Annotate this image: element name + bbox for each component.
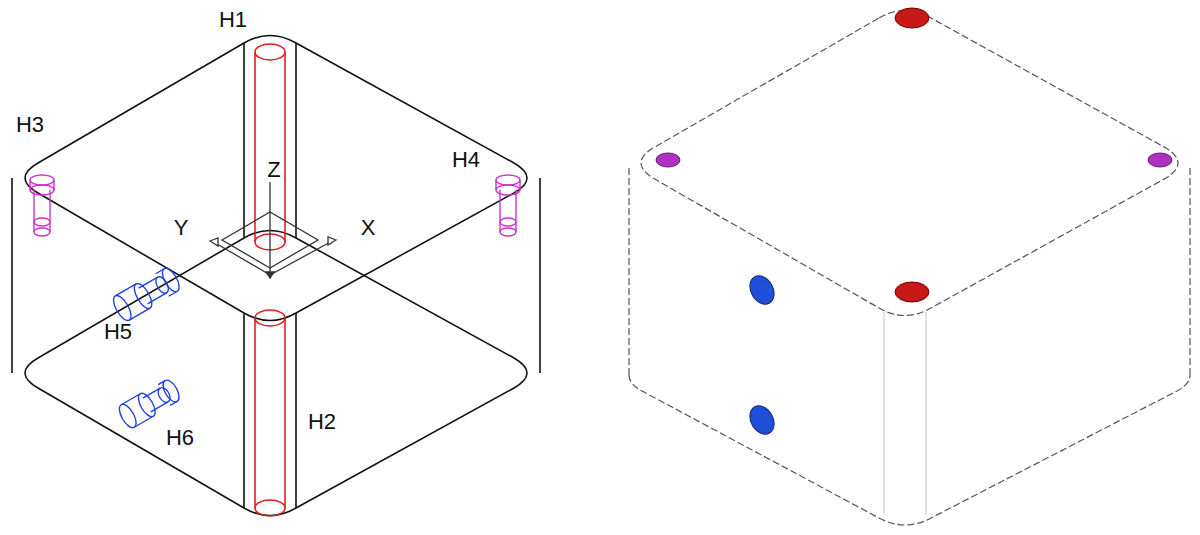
wireframe-block — [12, 36, 540, 516]
hole-label: H5 — [104, 321, 132, 343]
rendered-block — [629, 11, 1190, 526]
axis-triad — [210, 182, 336, 278]
hole-label: H3 — [16, 114, 44, 136]
rendered-holes — [656, 8, 1172, 438]
axis-label: Z — [267, 159, 280, 181]
side-holes — [110, 265, 183, 430]
hole-label: H1 — [219, 9, 247, 31]
through-holes — [255, 44, 285, 516]
counterbored-holes — [30, 175, 520, 236]
axis-label: Y — [174, 217, 189, 239]
hole-label: H4 — [452, 149, 480, 171]
axis-label: X — [361, 217, 376, 239]
hole-label: H2 — [308, 411, 336, 433]
hole-label: H6 — [166, 427, 194, 449]
